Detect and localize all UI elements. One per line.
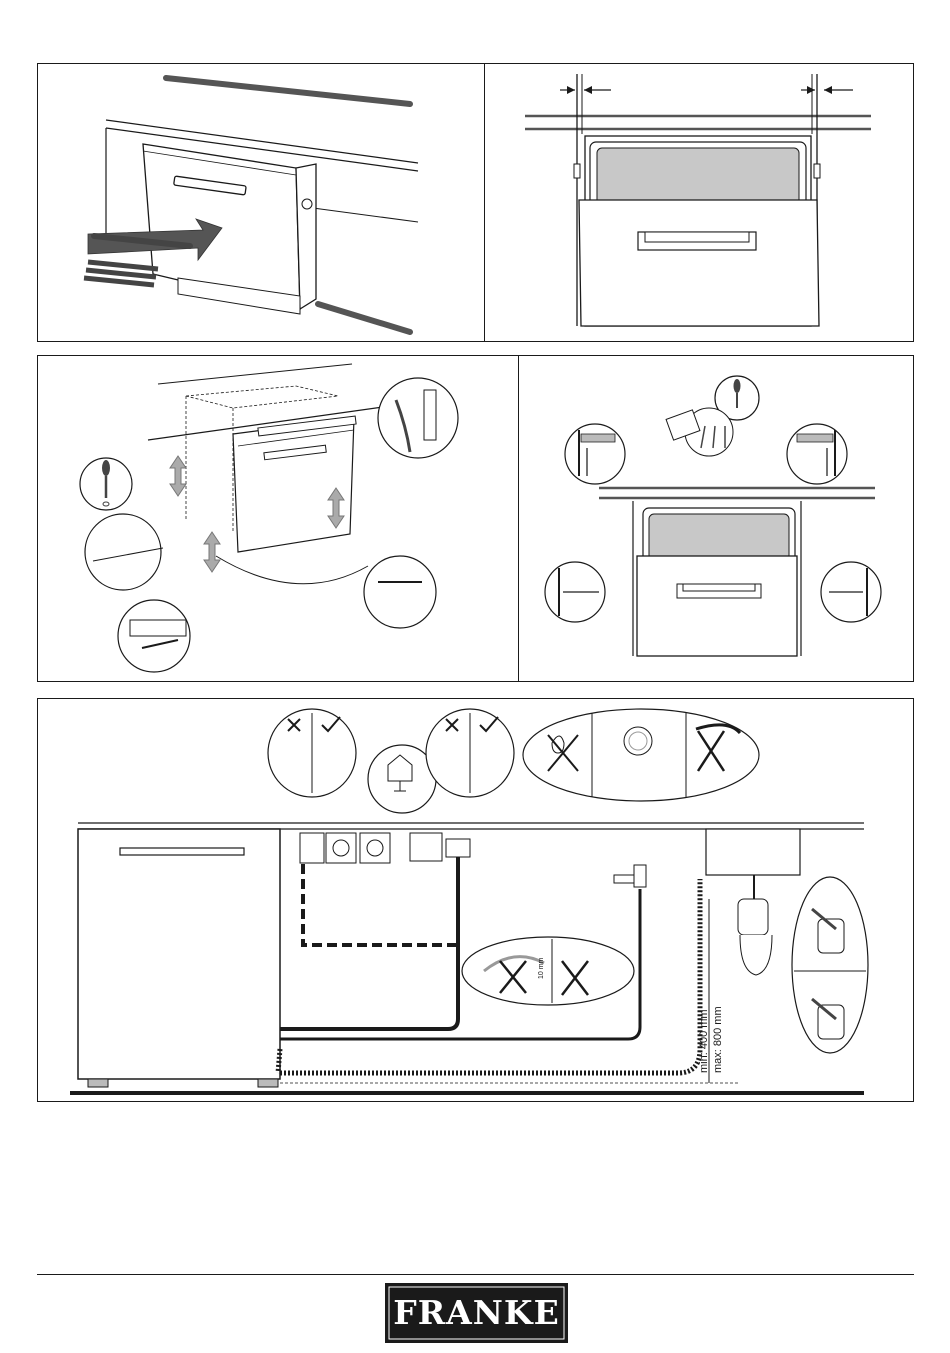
- drain-hose-tag-label: 10 mm: [538, 958, 545, 979]
- pressure-gauge-icon: [624, 727, 652, 755]
- panel-levelling: [37, 355, 519, 682]
- fixing-screws-illustration: [519, 356, 915, 683]
- franke-logo: FRANKE: [385, 1283, 568, 1343]
- side-clearance-illustration: [485, 64, 915, 343]
- panel-fixing-screws: [518, 355, 914, 682]
- panel-connections: min: 400 mm max: 800 mm 10 mm: [37, 698, 914, 1102]
- drain-min-height-label: min: 400 mm: [698, 1009, 710, 1073]
- adjust-rear-foot-detail: [85, 514, 161, 590]
- panel-insert-appliance: [37, 63, 485, 342]
- logo-text: FRANKE: [385, 1283, 568, 1343]
- drain-hose-kink-callout: [462, 937, 634, 1005]
- panel-side-clearance: [484, 63, 914, 342]
- levelling-illustration: [38, 356, 520, 683]
- adjust-front-foot-detail: [364, 556, 436, 628]
- connections-illustration: [38, 699, 915, 1103]
- drain-max-height-label: max: 800 mm: [712, 1006, 724, 1073]
- footer-rule: [37, 1274, 914, 1275]
- pliers-level-icon: [378, 378, 458, 458]
- insert-appliance-illustration: [38, 64, 486, 343]
